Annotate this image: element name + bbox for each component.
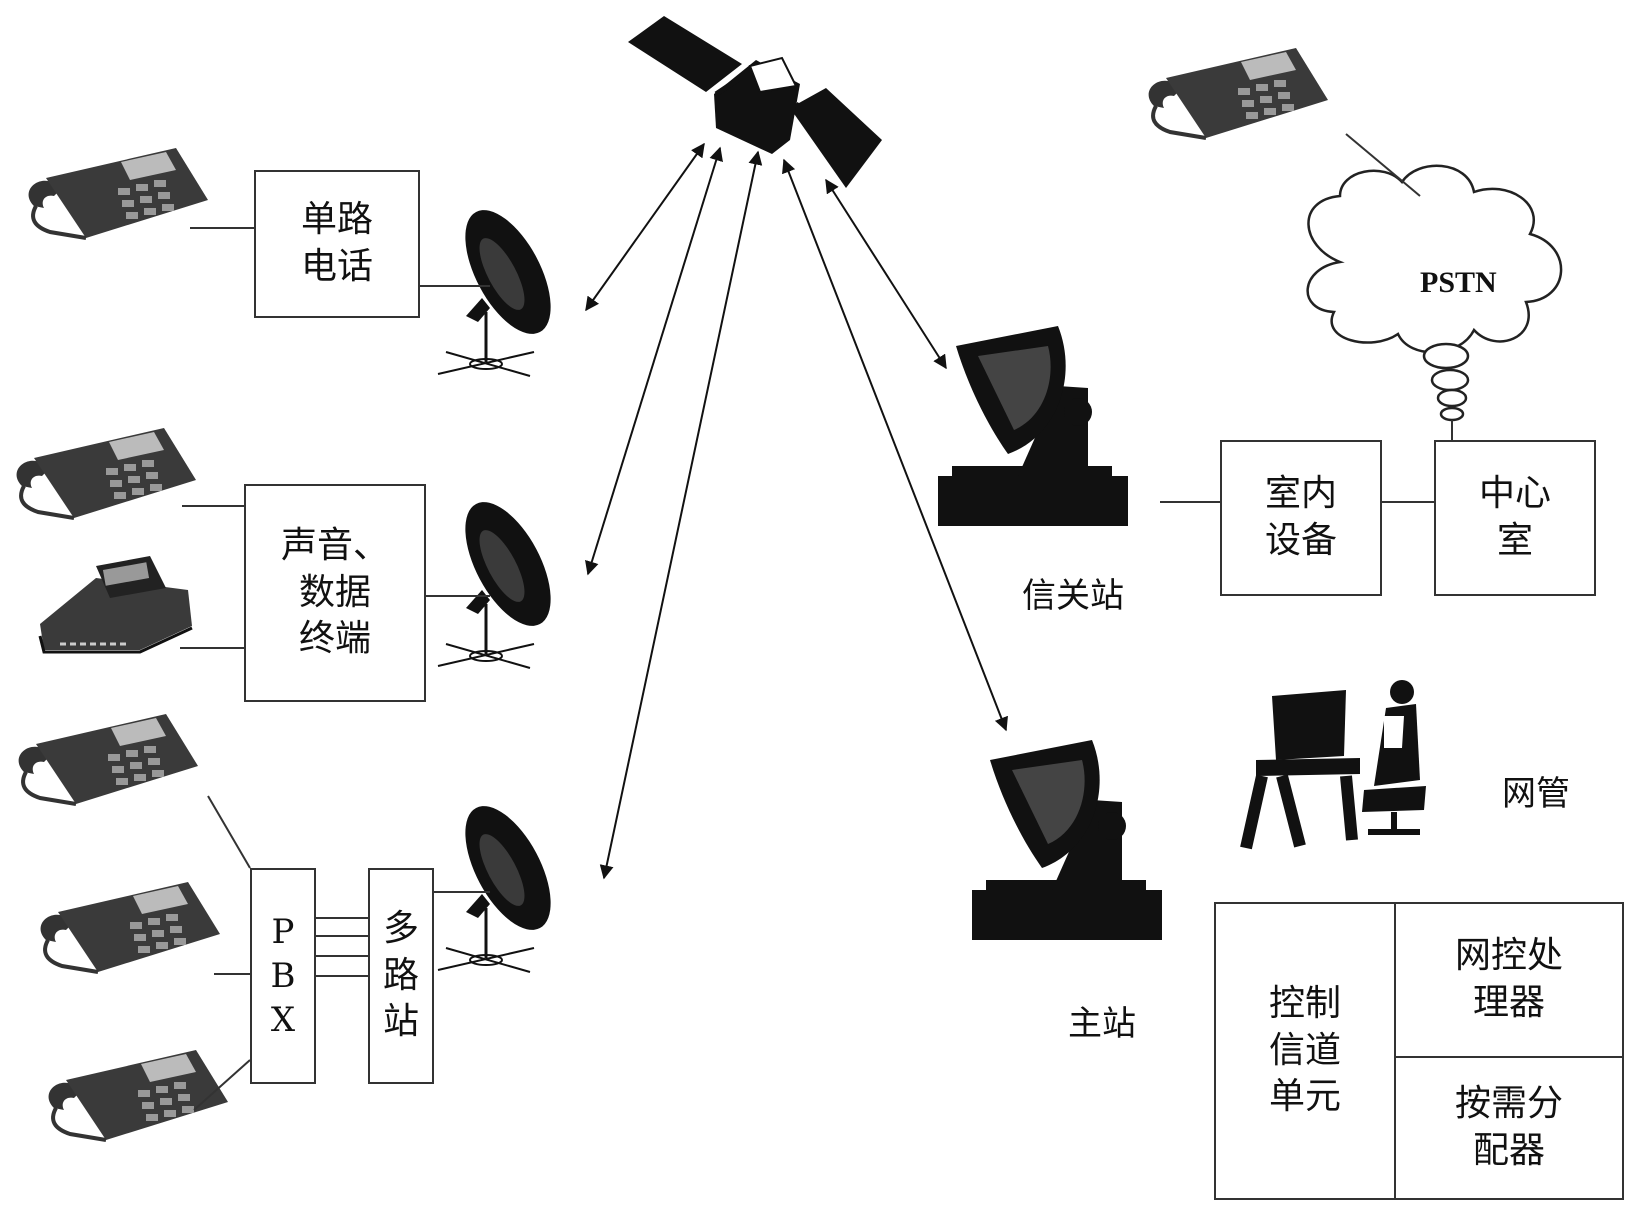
control-channel-unit-box: 控制 信道 单元 [1214,902,1396,1200]
connection-lines [180,133,1453,1111]
pstn-label: PSTN [1420,266,1497,299]
satellite-dish-icon [436,487,570,670]
satellite-links [585,142,1008,880]
pstn-cloud-icon [1306,164,1563,422]
telephone-icon [1146,46,1330,140]
central-office-box: 中心 室 [1434,440,1596,596]
pbx-box: P B X [250,868,316,1084]
single-line-phone-box: 单路 电话 [254,170,420,318]
main-station-antenna-icon [972,740,1162,940]
main-station-label: 主站 [1068,1004,1136,1044]
network-management-label: 网管 [1502,774,1570,814]
multi-line-station-box: 多 路 站 [368,868,434,1084]
network-operator-icon [1240,680,1426,850]
telephone-icon [14,426,198,520]
demand-assignment-allocator-box: 按需分 配器 [1394,1056,1624,1200]
fax-machine-icon [38,556,193,654]
network-control-processor-box: 网控处 理器 [1394,902,1624,1058]
gateway-station-label: 信关站 [1022,576,1124,616]
satellite-dish-icon [436,791,570,974]
telephone-icon [16,712,200,806]
voice-data-terminal-box: 声音、 数据 终端 [244,484,426,702]
telephone-icon [26,146,210,240]
telephone-icon [46,1048,230,1142]
gateway-antenna-icon [938,326,1128,526]
indoor-equipment-box: 室内 设备 [1220,440,1382,596]
telephone-icon [38,880,222,974]
